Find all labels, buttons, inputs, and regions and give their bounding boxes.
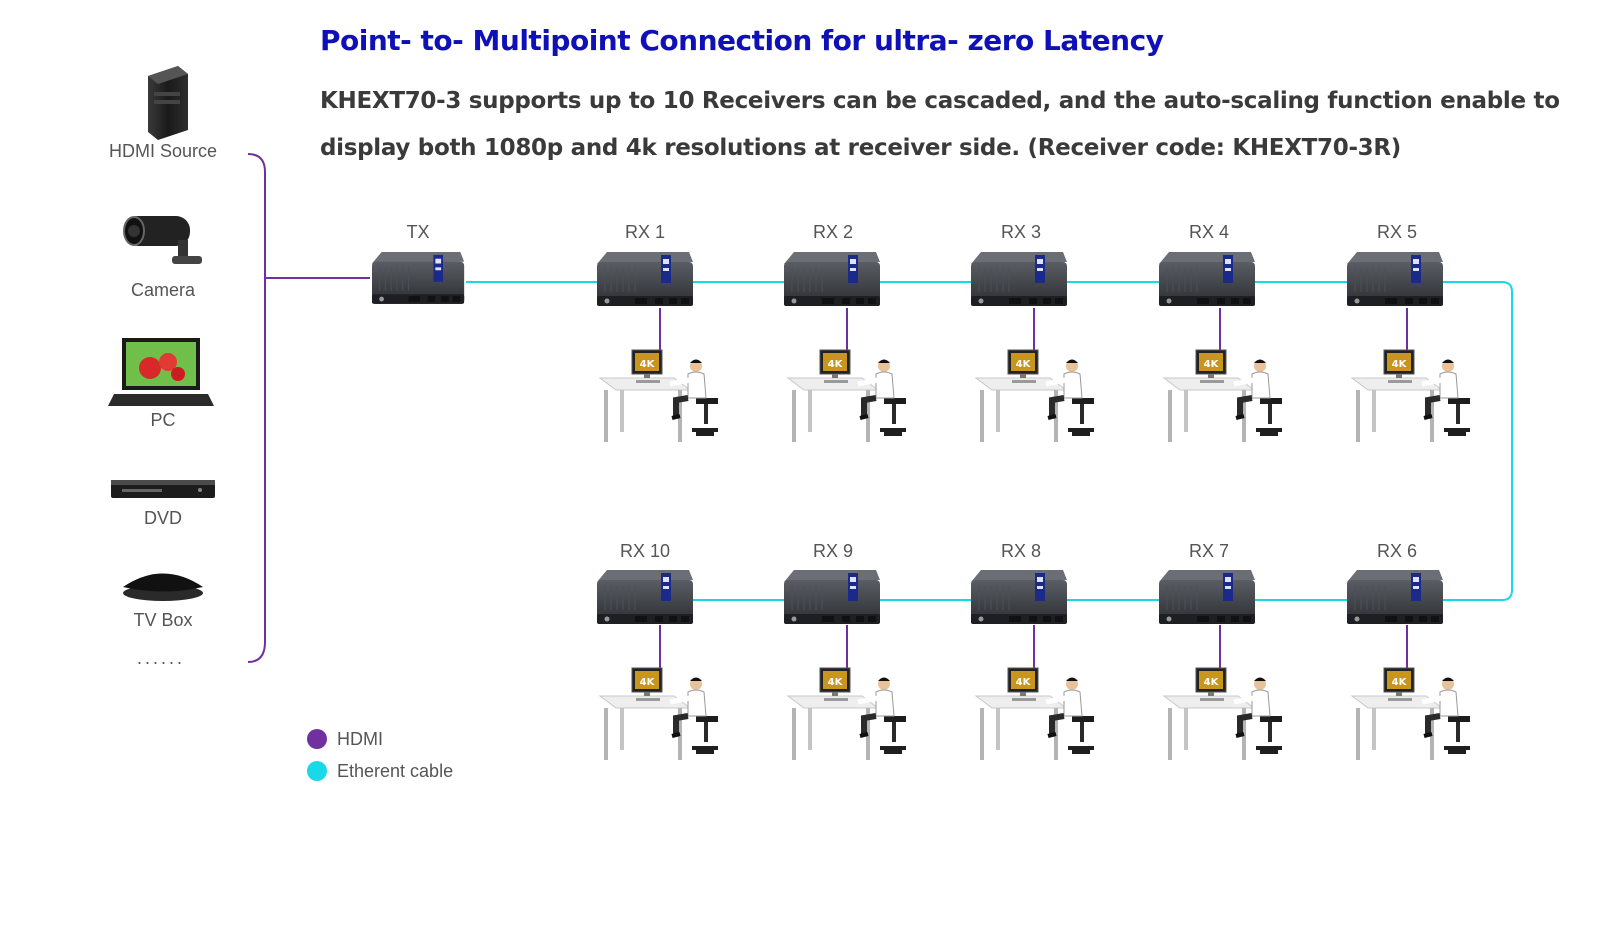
- source-label-camera: Camera: [131, 280, 196, 300]
- screen-badge: 4K: [1392, 359, 1408, 370]
- workstation-icon: 4K: [600, 668, 718, 760]
- receiver-device: [970, 251, 1068, 307]
- rx-label: RX 7: [1189, 541, 1229, 561]
- page-title: Point- to- Multipoint Connection for ult…: [320, 24, 1164, 57]
- transmitter-device: [371, 251, 465, 305]
- laptop-icon: [108, 338, 214, 406]
- rx-label: RX 3: [1001, 222, 1041, 242]
- workstation-icon: 4K: [1164, 350, 1282, 442]
- source-label-tv-box: TV Box: [133, 610, 192, 630]
- screen-badge: 4K: [1204, 359, 1220, 370]
- tx-label: TX: [406, 222, 429, 242]
- receiver-device: [1346, 569, 1444, 625]
- rx-label: RX 9: [813, 541, 853, 561]
- rx-label: RX 2: [813, 222, 853, 242]
- hdmi-bracket: [247, 153, 266, 663]
- workstation-icon: 4K: [788, 350, 906, 442]
- source-label-hdmi-source: HDMI Source: [109, 141, 217, 161]
- screen-badge: 4K: [828, 359, 844, 370]
- workstation-icon: 4K: [788, 668, 906, 760]
- rx-label: RX 8: [1001, 541, 1041, 561]
- screen-badge: 4K: [1392, 677, 1408, 688]
- legend-swatch-ethernet: [307, 761, 327, 781]
- receiver-device: [1158, 251, 1256, 307]
- legend-swatch-hdmi: [307, 729, 327, 749]
- screen-badge: 4K: [1016, 359, 1032, 370]
- legend-label-ethernet: Etherent cable: [337, 761, 453, 781]
- source-label-dvd: DVD: [144, 508, 182, 528]
- workstation-icon: 4K: [1352, 668, 1470, 760]
- workstation-icon: 4K: [1164, 668, 1282, 760]
- workstation-icon: 4K: [976, 350, 1094, 442]
- screen-badge: 4K: [1204, 677, 1220, 688]
- receiver-device: [1346, 251, 1444, 307]
- rx-label: RX 5: [1377, 222, 1417, 242]
- source-label-pc: PC: [150, 410, 175, 430]
- legend-label-hdmi: HDMI: [337, 729, 383, 749]
- workstation-icon: 4K: [1352, 350, 1470, 442]
- page-description: KHEXT70-3 supports up to 10 Receivers ca…: [320, 88, 1560, 161]
- rx-label: RX 6: [1377, 541, 1417, 561]
- receiver-device: [783, 251, 881, 307]
- receiver-device: [596, 569, 694, 625]
- dvd-player-icon: [111, 480, 215, 498]
- server-tower-icon: [148, 66, 188, 140]
- rx-label: RX 10: [620, 541, 670, 561]
- receiver-device: [1158, 569, 1256, 625]
- screen-badge: 4K: [640, 359, 656, 370]
- screen-badge: 4K: [828, 677, 844, 688]
- receiver-device: [783, 569, 881, 625]
- tv-box-icon: [123, 573, 203, 601]
- workstation-icon: 4K: [976, 668, 1094, 760]
- screen-badge: 4K: [640, 677, 656, 688]
- security-camera-icon: [123, 216, 202, 264]
- ethernet-line-top: [466, 281, 1513, 601]
- receiver-device: [596, 251, 694, 307]
- source-label-more: ......: [137, 648, 185, 668]
- workstation-icon: 4K: [600, 350, 718, 442]
- rx-label: RX 1: [625, 222, 665, 242]
- receiver-device: [970, 569, 1068, 625]
- hdmi-drop-lines: [659, 308, 1408, 670]
- rx-label: RX 4: [1189, 222, 1229, 242]
- screen-badge: 4K: [1016, 677, 1032, 688]
